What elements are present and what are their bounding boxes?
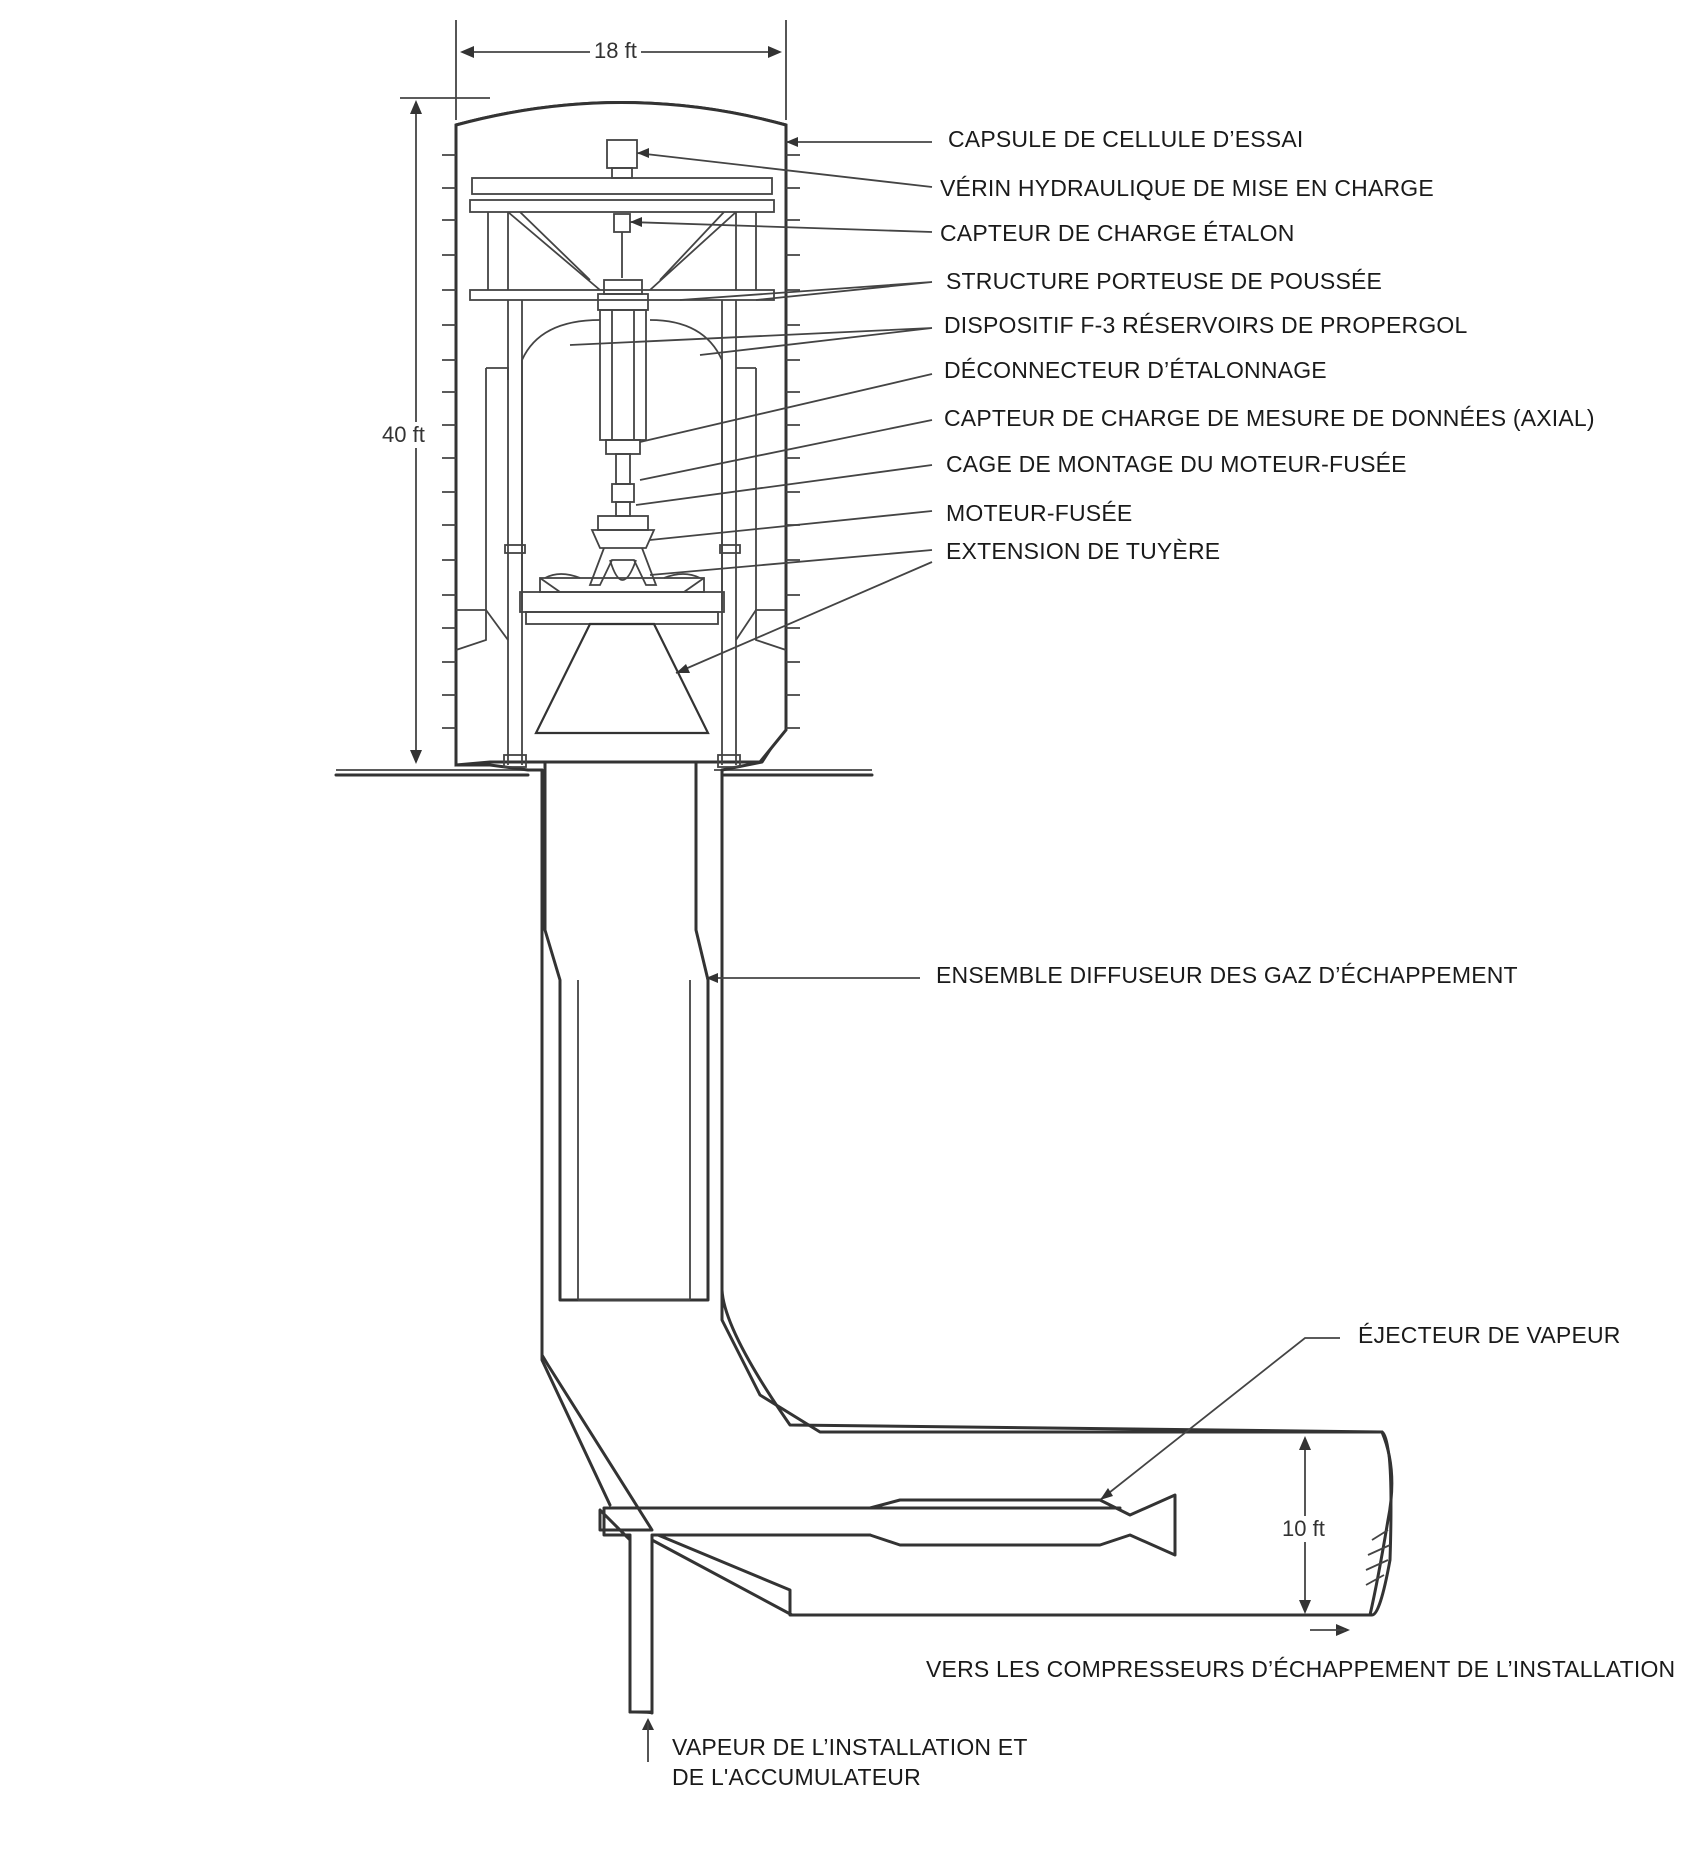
- steam-supply-pipe: [602, 1506, 1122, 1714]
- capsule-stiffeners: [442, 154, 800, 729]
- duct-bottom-wall: [656, 1533, 1372, 1617]
- label-steam-supply-line2: DE L'ACCUMULATEUR: [672, 1764, 921, 1790]
- label-thrust-frame: STRUCTURE PORTEUSE DE POUSSÉE: [946, 268, 1383, 294]
- duct-left-wall: [540, 768, 612, 1507]
- label-f3-tanks: DISPOSITIF F-3 RÉSERVOIRS DE PROPERGOL: [944, 312, 1468, 338]
- nozzle-extension: [534, 622, 710, 735]
- capsule-ledges: [455, 609, 787, 651]
- label-to-compressors: VERS LES COMPRESSEURS D’ÉCHAPPEMENT DE L…: [926, 1656, 1676, 1682]
- label-engine-cage: CAGE DE MONTAGE DU MOTEUR-FUSÉE: [946, 451, 1407, 477]
- label-steam-supply-line1: VAPEUR DE L’INSTALLATION ET: [672, 1734, 1028, 1760]
- label-capsule: CAPSULE DE CELLULE D’ESSAI: [948, 126, 1304, 152]
- label-calibration-disconnect: DÉCONNECTEUR D’ÉTALONNAGE: [944, 357, 1327, 383]
- load-column: [519, 139, 725, 625]
- label-standard-load-cell: CAPTEUR DE CHARGE ÉTALON: [940, 220, 1295, 246]
- exhaust-diffuser: [543, 760, 710, 1302]
- duct-right-wall: [720, 768, 1384, 1434]
- duct-dimension: 10 ft: [1278, 1516, 1329, 1542]
- leader-lines: [569, 141, 1340, 1501]
- width-dimension: 18 ft: [590, 38, 641, 64]
- label-data-load-cell: CAPTEUR DE CHARGE DE MESURE DE DONNÉES (…: [944, 405, 1595, 431]
- label-steam-ejector: ÉJECTEUR DE VAPEUR: [1358, 1322, 1621, 1348]
- height-dimension: 40 ft: [378, 422, 429, 448]
- label-hydraulic-jack: VÉRIN HYDRAULIQUE DE MISE EN CHARGE: [940, 175, 1434, 201]
- diffuser-inner: [577, 980, 691, 1301]
- dimension-arrows: [410, 46, 1311, 1614]
- label-nozzle-extension: EXTENSION DE TUYÈRE: [946, 538, 1221, 564]
- steam-ejector: [868, 1493, 1177, 1557]
- label-engine: MOTEUR-FUSÉE: [946, 500, 1133, 526]
- label-diffuser: ENSEMBLE DIFFUSEUR DES GAZ D’ÉCHAPPEMENT: [936, 962, 1518, 988]
- duct-break-end: [1368, 1430, 1394, 1617]
- test-cell-capsule: [454, 101, 788, 767]
- duct-hatch: [1365, 1529, 1391, 1586]
